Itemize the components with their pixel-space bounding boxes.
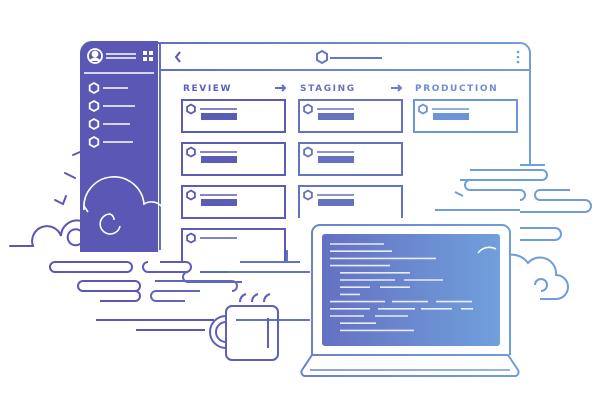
pipeline-card[interactable] bbox=[181, 228, 286, 261]
hexagon-icon bbox=[186, 103, 196, 115]
laptop-screen bbox=[322, 234, 500, 346]
kebab-menu-icon[interactable] bbox=[516, 50, 520, 64]
hexagon-icon bbox=[88, 117, 100, 131]
cloud-swirl-icon bbox=[83, 176, 167, 235]
hexagon-icon bbox=[88, 99, 100, 113]
sidebar-item[interactable] bbox=[88, 135, 133, 149]
laptop-base bbox=[300, 354, 520, 378]
hexagon-icon bbox=[88, 135, 100, 149]
pipeline-card[interactable] bbox=[298, 142, 403, 176]
hexagon-icon bbox=[303, 146, 313, 158]
coffee-mug-icon bbox=[209, 293, 279, 361]
grid-icon[interactable] bbox=[143, 51, 153, 61]
sidebar-item[interactable] bbox=[88, 117, 130, 131]
pipeline-card[interactable] bbox=[413, 99, 518, 133]
hexagon-icon bbox=[186, 189, 196, 201]
hexagon-icon bbox=[186, 232, 196, 244]
pipeline-cards bbox=[181, 99, 518, 261]
hexagon-icon bbox=[418, 103, 428, 115]
column-label-staging: STAGING bbox=[300, 84, 356, 94]
arrow-right-icon bbox=[275, 84, 287, 92]
sidebar-item[interactable] bbox=[88, 99, 135, 113]
hexagon-icon bbox=[186, 146, 196, 158]
pipeline-card[interactable] bbox=[181, 99, 286, 133]
hexagon-icon bbox=[303, 103, 313, 115]
sidebar-item[interactable] bbox=[88, 81, 128, 95]
pipeline-card[interactable] bbox=[181, 142, 286, 176]
sidebar bbox=[80, 41, 167, 252]
motion-lines-right bbox=[435, 169, 592, 300]
board-title bbox=[316, 49, 382, 65]
pipeline-card[interactable] bbox=[298, 185, 403, 218]
column-label-production: PRODUCTION bbox=[415, 84, 498, 94]
hexagon-icon bbox=[88, 81, 100, 95]
back-icon[interactable] bbox=[174, 51, 181, 63]
arrow-right-icon bbox=[391, 84, 403, 92]
hexagon-icon bbox=[303, 189, 313, 201]
board-window bbox=[145, 42, 545, 250]
hexagon-icon bbox=[316, 49, 328, 65]
cloud-left bbox=[9, 151, 84, 247]
user-avatar-icon[interactable] bbox=[87, 48, 103, 64]
pipeline-card[interactable] bbox=[298, 99, 403, 133]
pipeline-card[interactable] bbox=[181, 185, 286, 219]
motion-lines bbox=[49, 250, 310, 331]
laptop bbox=[300, 224, 520, 378]
code-lines bbox=[330, 243, 473, 332]
column-label-review: REVIEW bbox=[183, 84, 232, 94]
